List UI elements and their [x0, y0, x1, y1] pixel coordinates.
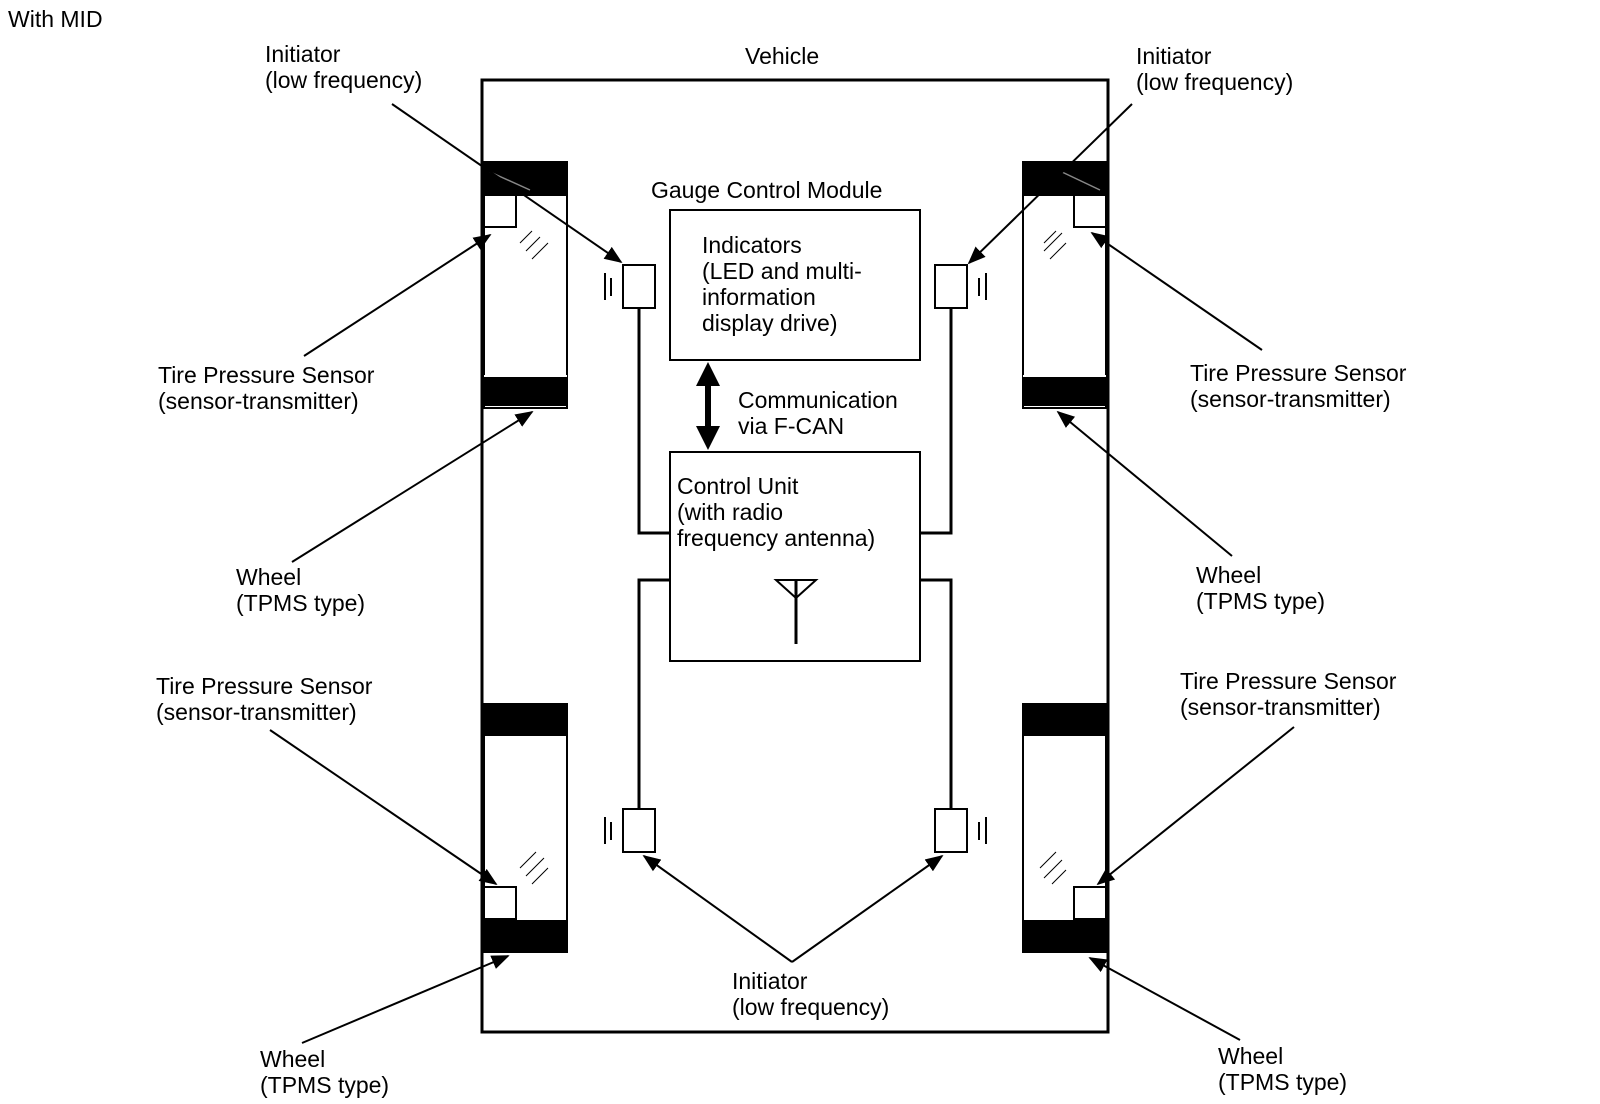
initiator-rear-label-1: Initiator: [732, 968, 808, 994]
vehicle-label: Vehicle: [745, 43, 819, 69]
initiator-rear-left: [604, 808, 656, 853]
sensor-front-left-label-1: Tire Pressure Sensor: [158, 362, 375, 388]
wheel-front-right: [1022, 161, 1107, 409]
leader-sensor-rear-left: [269, 729, 498, 886]
wheel-rear-right-label-1: Wheel: [1218, 1043, 1283, 1069]
initiator-rear-label-2: (low frequency): [732, 994, 889, 1020]
initiator-front-left-label-1: Initiator: [265, 41, 341, 67]
leader-wheel-rear-right: [1088, 957, 1241, 1041]
tire-sensor-rear-left: [483, 886, 517, 920]
indicators-line-4: display drive): [702, 310, 838, 336]
wheel-rear-right: [1022, 703, 1107, 953]
initiator-front-right-label-1: Initiator: [1136, 43, 1212, 69]
wheel-rear-left-label-2: (TPMS type): [260, 1072, 389, 1098]
initiator-front-right: [934, 264, 987, 309]
sensor-front-right-label-1: Tire Pressure Sensor: [1190, 360, 1407, 386]
leader-initiator-front-right: [967, 103, 1133, 265]
initiator-wiring: [637, 308, 953, 809]
indicators-line-3: information: [702, 284, 816, 310]
wheel-front-right-label-1: Wheel: [1196, 562, 1261, 588]
initiator-front-left-label-2: (low frequency): [265, 67, 422, 93]
communication-line-1: Communication: [738, 387, 898, 413]
indicators-line-2: (LED and multi-: [702, 258, 862, 284]
leader-wheel-rear-left: [301, 955, 510, 1044]
leader-initiator-rear-right: [791, 854, 944, 963]
wheel-rear-left-label-1: Wheel: [260, 1046, 325, 1072]
leader-wheel-front-right: [1056, 410, 1233, 557]
sensor-front-right-label-2: (sensor-transmitter): [1190, 386, 1391, 412]
wheel-rear-left: [483, 703, 568, 953]
control-unit-line-1: Control Unit: [677, 473, 799, 499]
wheel-rear-right-label-2: (TPMS type): [1218, 1069, 1347, 1095]
tire-sensor-front-left: [483, 194, 517, 228]
initiator-front-right-label-2: (low frequency): [1136, 69, 1293, 95]
diagram-title: With MID: [8, 6, 103, 32]
control-unit-line-2: (with radio: [677, 499, 783, 525]
comm-arrow-down-icon: [696, 426, 720, 450]
gauge-control-module-box: [669, 209, 921, 361]
antenna-icon: [773, 579, 819, 644]
tire-sensor-front-right: [1073, 194, 1107, 228]
sensor-rear-right-label-2: (sensor-transmitter): [1180, 694, 1381, 720]
initiator-front-left: [604, 264, 656, 309]
leader-sensor-rear-right: [1096, 726, 1295, 886]
sensor-rear-left-label-2: (sensor-transmitter): [156, 699, 357, 725]
leader-sensor-front-left: [303, 234, 492, 357]
leader-sensor-front-right: [1090, 231, 1263, 351]
sensor-rear-right-label-1: Tire Pressure Sensor: [1180, 668, 1397, 694]
leader-initiator-rear-left: [642, 854, 793, 963]
wheel-front-left-label-2: (TPMS type): [236, 590, 365, 616]
leader-wheel-front-left: [291, 411, 534, 563]
wheel-front-left: [483, 161, 568, 409]
comm-arrow-up-icon: [696, 362, 720, 386]
sensor-rear-left-label-1: Tire Pressure Sensor: [156, 673, 373, 699]
sensor-front-left-label-2: (sensor-transmitter): [158, 388, 359, 414]
leader-initiator-front-left: [391, 103, 623, 264]
wheel-front-right-label-2: (TPMS type): [1196, 588, 1325, 614]
tire-sensor-rear-right: [1073, 886, 1107, 920]
vehicle-outline: [480, 78, 1110, 1034]
initiator-rear-right: [934, 808, 987, 853]
control-unit-line-3: frequency antenna): [677, 525, 875, 551]
communication-line-2: via F-CAN: [738, 413, 844, 439]
wheel-front-left-label-1: Wheel: [236, 564, 301, 590]
gauge-control-module-label: Gauge Control Module: [651, 177, 882, 203]
indicators-line-1: Indicators: [702, 232, 802, 258]
